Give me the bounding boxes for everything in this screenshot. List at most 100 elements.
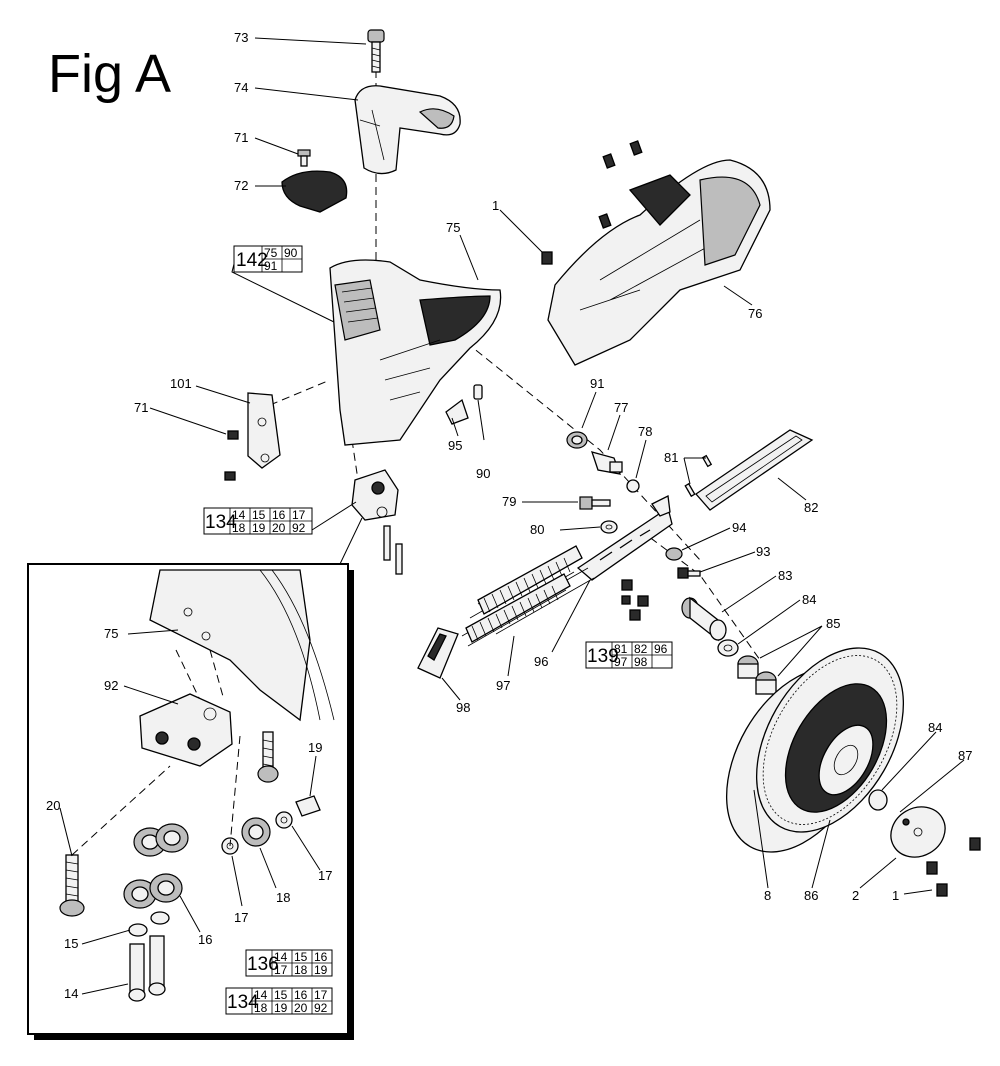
kit-136-part: 19	[314, 963, 328, 977]
kit-142-part: 91	[264, 259, 278, 273]
kit-134-part: 18	[232, 521, 246, 535]
callout-77: 77	[614, 400, 628, 415]
callout-82: 82	[804, 500, 818, 515]
callout-76: 76	[748, 306, 762, 321]
callout-91: 91	[590, 376, 604, 391]
kit-139-part: 96	[654, 642, 668, 656]
callout-73: 73	[234, 30, 248, 45]
kit-139-part: 82	[634, 642, 648, 656]
callout-90: 90	[476, 466, 490, 481]
kit-134-part: 16	[272, 508, 286, 522]
callout-94: 94	[732, 520, 746, 535]
callout-1: 1	[492, 198, 499, 213]
screw-71-top	[297, 149, 311, 167]
kit-134-part: 20	[272, 521, 286, 535]
kit-139-part: 97	[614, 655, 628, 669]
pad-98	[417, 627, 459, 679]
sleeve-83	[681, 596, 727, 642]
axis-spacers	[639, 529, 761, 661]
kit-136-id: 136	[247, 954, 279, 975]
callout-93: 93	[756, 544, 770, 559]
kit-134b-part: 16	[294, 988, 308, 1002]
kit-134-main: 134 14 15 16 17 18 19 20 92	[203, 507, 313, 535]
axis-shaft	[394, 284, 701, 561]
bushings-85	[737, 655, 777, 695]
kit-142-id: 142	[236, 250, 268, 271]
kit-139-id: 139	[587, 646, 619, 667]
callout-8: 8	[764, 888, 771, 903]
screws-plate	[621, 579, 649, 621]
cover-72	[281, 170, 348, 213]
callout-71b: 71	[134, 400, 148, 415]
kit-142-part: 90	[284, 246, 298, 260]
screws-cover	[926, 837, 981, 897]
part-95	[445, 398, 469, 425]
kit-134b-part: 15	[274, 988, 288, 1002]
kit-134-part: 17	[292, 508, 306, 522]
kit-142-part: 75	[264, 246, 278, 260]
callout-95: 95	[448, 438, 462, 453]
kit-134-part: 92	[292, 521, 306, 535]
inset-callout-14: 14	[64, 986, 78, 1001]
link-bar-82	[695, 429, 814, 511]
callout-87: 87	[958, 748, 972, 763]
housing-75	[329, 259, 502, 446]
callout-97: 97	[496, 678, 510, 693]
callout-80: 80	[530, 522, 544, 537]
kit-134-part: 14	[232, 508, 246, 522]
kit-134b-part: 14	[254, 988, 268, 1002]
kit-136-part: 17	[274, 963, 288, 977]
part-90	[473, 384, 483, 400]
callout-75: 75	[446, 220, 460, 235]
nut-94	[665, 547, 683, 561]
callout-74: 74	[234, 80, 248, 95]
kit-134b-part: 18	[254, 1001, 268, 1015]
kit-142: 142 75 90 91	[233, 245, 303, 273]
callout-96: 96	[534, 654, 548, 669]
pin-77	[590, 451, 623, 475]
kit-134-inset: 134 14 15 16 17 18 19 20 92	[225, 987, 333, 1015]
figure-title: Fig A	[48, 44, 171, 104]
callout-71: 71	[234, 130, 248, 145]
callout-78: 78	[638, 424, 652, 439]
washer-80	[600, 520, 618, 534]
inset-callout-15: 15	[64, 936, 78, 951]
plate-101	[247, 392, 281, 469]
kit-136: 136 14 15 16 17 18 19	[245, 949, 333, 977]
kit-134b-part: 20	[294, 1001, 308, 1015]
inset-callout-92: 92	[104, 678, 118, 693]
inset-callout-19: 19	[308, 740, 322, 755]
kit-134-part: 19	[252, 521, 266, 535]
bolt-79	[579, 496, 611, 510]
inset-callout-17a: 17	[234, 910, 248, 925]
callout-86: 86	[804, 888, 818, 903]
part-78	[626, 479, 640, 493]
callout-83: 83	[778, 568, 792, 583]
kit-134-part: 15	[252, 508, 266, 522]
springs-97	[461, 545, 595, 647]
inset-callout-75: 75	[104, 626, 118, 641]
callout-79: 79	[502, 494, 516, 509]
callout-101: 101	[170, 376, 192, 391]
bolt-93	[677, 567, 701, 579]
callout-85: 85	[826, 616, 840, 631]
inset-callout-16: 16	[198, 932, 212, 947]
callout-84b: 84	[928, 720, 942, 735]
kit-134b-part: 17	[314, 988, 328, 1002]
cover-2	[890, 806, 946, 858]
inset-callout-18: 18	[276, 890, 290, 905]
kit-139: 139 81 82 96 97 98	[585, 641, 673, 669]
blade-guard-76	[547, 159, 771, 366]
kit-134b-id: 134	[227, 992, 259, 1013]
screws-guard	[541, 140, 643, 265]
callout-labels: 73 74 71 72 75 1 76 101 71 91 77 78 95 9…	[46, 30, 972, 1001]
pins-81	[684, 454, 713, 498]
inset-detail	[27, 517, 363, 1040]
kit-136-part: 14	[274, 950, 288, 964]
bracket-92-main	[351, 469, 403, 575]
handle-grip-74	[354, 85, 461, 175]
pulley-86	[755, 647, 905, 833]
callout-84: 84	[802, 592, 816, 607]
kit-136-part: 15	[294, 950, 308, 964]
